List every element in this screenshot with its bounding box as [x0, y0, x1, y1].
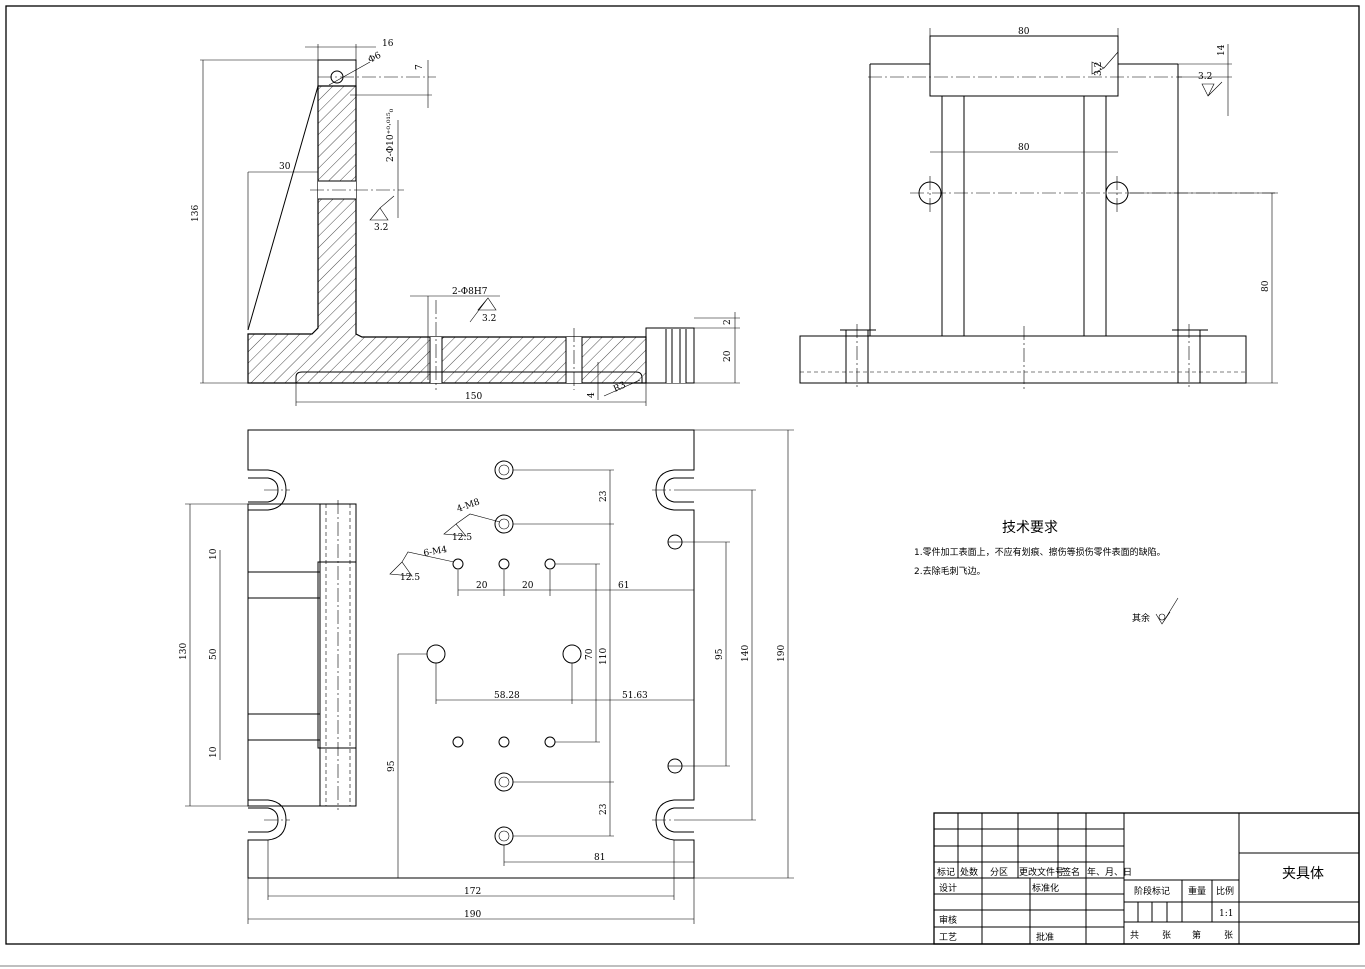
tb-shenhe: 审核 — [939, 914, 957, 926]
dim-130: 130 — [179, 643, 189, 660]
dim-80-mid: 80 — [1018, 143, 1030, 153]
dim-16: 16 — [382, 39, 394, 49]
callout-4m8: 4-M8 — [456, 497, 482, 515]
rough-12-5-b: 12.5 — [400, 573, 420, 583]
dim-51-63: 51.63 — [622, 691, 648, 701]
roughness-symbol — [1155, 597, 1179, 625]
tb-bili: 比例 — [1216, 885, 1234, 897]
dim-58-28: 58.28 — [494, 691, 520, 701]
rough-3-2-b: 3.2 — [482, 314, 496, 324]
dim-23-top: 23 — [599, 490, 609, 502]
side-view: 80 80 80 14 3.2 3.2 — [799, 27, 1278, 390]
dim-23-bot: 23 — [599, 803, 609, 815]
dim-80-side: 80 — [1261, 280, 1271, 292]
tb-gong: 共 — [1130, 930, 1139, 941]
tb-zhang1: 张 — [1162, 930, 1171, 941]
tb-fenqu: 分区 — [990, 867, 1008, 878]
dim-172: 172 — [464, 887, 481, 897]
dim-2: 2 — [723, 319, 733, 325]
dim-95-right: 95 — [715, 648, 725, 660]
rough-12-5-a: 12.5 — [452, 533, 472, 543]
tb-pizhun: 批准 — [1036, 931, 1054, 943]
tb-biaoji: 标记 — [937, 866, 955, 878]
dim-20: 20 — [723, 350, 733, 362]
tech-item-1: 1.零件加工表面上，不应有划痕、擦伤等损伤零件表面的缺陷。 — [914, 546, 1166, 558]
dim-81: 81 — [594, 853, 605, 863]
dim-140: 140 — [741, 645, 751, 662]
dim-136: 136 — [191, 205, 201, 222]
dim-50: 50 — [209, 648, 219, 660]
title-block: 标记 处数 分区 更改文件号 签名 年、月、日 设计 标准化 审核 工艺 批准 … — [933, 812, 1360, 945]
tech-item-2: 2.去除毛刺飞边。 — [914, 565, 986, 577]
dim-70: 70 — [585, 648, 595, 660]
dim-2phi10: 2-Φ10⁺⁰·⁰¹⁵₀ — [386, 108, 396, 162]
section-hatch — [247, 85, 647, 384]
tb-jieduan: 阶段标记 — [1134, 885, 1170, 897]
dim-r3: R3 — [612, 380, 628, 394]
tb-nianyueri: 年、月、日 — [1087, 866, 1132, 878]
sheet-border — [0, 5, 1365, 967]
tb-di: 第 — [1192, 929, 1201, 941]
dim-190-vert: 190 — [777, 645, 787, 662]
dim-14: 14 — [1217, 44, 1227, 56]
dim-190-horz: 190 — [464, 910, 481, 920]
dim-10-bot: 10 — [209, 746, 219, 758]
rough-3-2-a: 3.2 — [374, 223, 388, 233]
rough-3-2-side-b: 3.2 — [1198, 72, 1212, 82]
dim-phi6: Φ6 — [367, 51, 384, 66]
front-section-view: 136 16 Φ6 7 30 2-Φ10⁺⁰·⁰¹⁵₀ 3.2 2-Φ8H7 3… — [191, 39, 740, 406]
tb-sheji: 设计 — [939, 882, 957, 894]
dim-150: 150 — [465, 392, 482, 402]
tb-scale: 1:1 — [1219, 909, 1233, 919]
dim-95-left: 95 — [387, 760, 397, 772]
plan-view: 23 110 23 20 20 61 70 58.28 51.63 95 140… — [247, 429, 794, 924]
dim-61: 61 — [618, 581, 629, 591]
tech-heading: 技术要求 — [1002, 520, 1058, 536]
dim-10-top: 10 — [209, 548, 219, 560]
technical-requirements: 技术要求 1.零件加工表面上，不应有划痕、擦伤等损伤零件表面的缺陷。 2.去除毛… — [914, 520, 1179, 625]
tb-chushu: 处数 — [960, 866, 978, 878]
dim-30: 30 — [279, 162, 291, 172]
drawing-title: 夹具体 — [1282, 866, 1324, 882]
tb-gongyi: 工艺 — [939, 932, 957, 943]
dim-20-b: 20 — [522, 581, 534, 591]
left-end-view: 130 10 50 10 — [179, 500, 357, 810]
dim-110: 110 — [599, 648, 609, 665]
dim-7: 7 — [415, 64, 425, 70]
callout-6m4: 6-M4 — [423, 545, 448, 559]
tb-biaozhunhua: 标准化 — [1032, 882, 1059, 894]
tb-qianming: 签名 — [1062, 866, 1080, 878]
tb-zhongliang: 重量 — [1188, 885, 1206, 897]
tb-gaiwenjian: 更改文件号 — [1019, 866, 1064, 878]
dim-4: 4 — [587, 392, 597, 398]
rough-3-2-side-a: 3.2 — [1094, 62, 1104, 76]
dim-80-top: 80 — [1018, 27, 1030, 37]
tb-zhang2: 张 — [1224, 930, 1233, 941]
dim-20-a: 20 — [476, 581, 488, 591]
dim-2phi8h7: 2-Φ8H7 — [452, 287, 488, 297]
default-roughness-label: 其余 — [1132, 612, 1150, 624]
